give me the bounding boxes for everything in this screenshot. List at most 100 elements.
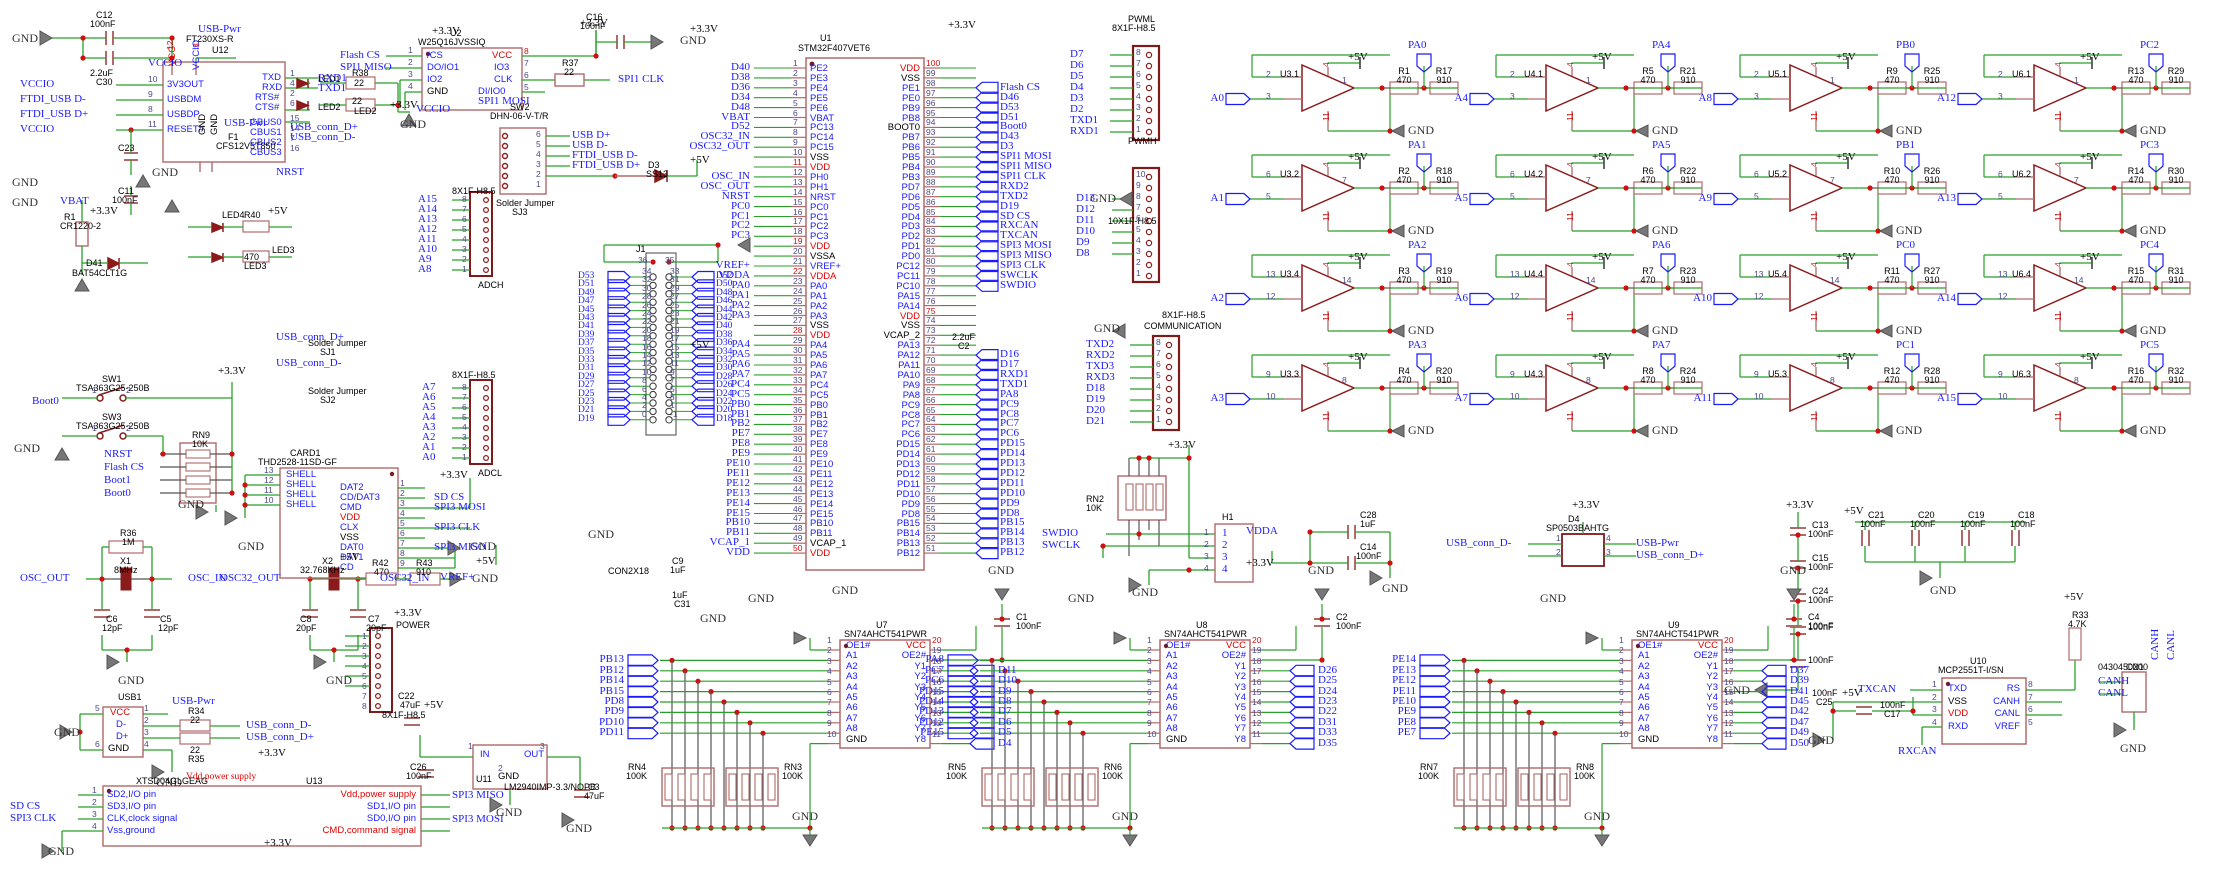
mcu-pin-left-vssa-20: VSSA — [810, 251, 836, 263]
opamp-supply-U4.3: +5V — [1592, 351, 1612, 363]
opamp-pin-out-U4.3: 8 — [1586, 375, 1591, 385]
adch-net-5: A10 — [418, 243, 437, 255]
u13-pinnum-3: 3 — [92, 809, 97, 819]
u13-pin-3: CLK,clock signal — [107, 813, 178, 824]
buffer-U9-pin-A2: A2 — [1638, 660, 1650, 672]
buffer-U9-pin-Y1: Y1 — [1706, 660, 1718, 672]
mcu-net-left-12: OSC_OUT — [700, 179, 750, 192]
comm-pinnum-1: 1 — [1156, 414, 1161, 424]
can-pinnum-4: 4 — [1932, 716, 1937, 727]
mcu-pinnum-99: 99 — [926, 67, 936, 78]
cap-ref-C24: C24 — [1812, 586, 1829, 596]
buffer-U8-pin-Y8: Y8 — [1234, 733, 1246, 745]
can-part: MCP2551T-I/SN — [1938, 665, 2004, 675]
pwmh-pinnum-3: 3 — [1136, 246, 1141, 256]
pwmh-pinnum-8: 8 — [1136, 191, 1141, 201]
cap-value-C20: 100nF — [1910, 519, 1936, 529]
comm-pinnum-3: 3 — [1156, 392, 1161, 402]
u13-pin-4: Vss,ground — [107, 825, 156, 836]
gnd-label-bot-U7: GND — [792, 809, 818, 823]
buffer-U9-pinnum-12: 12 — [1724, 718, 1734, 729]
power-conn-pinnum-3: 3 — [362, 651, 367, 661]
resistor-value-R1: 470 — [1396, 75, 1412, 85]
mcu-net-left-6: D52 — [731, 120, 750, 133]
adch-pinnum-3: 3 — [462, 244, 467, 254]
opamp-supply-U6.1: +5V — [2080, 51, 2100, 63]
opamp-pin-inpos-U5.3: 10 — [1754, 391, 1764, 401]
pwmh-pinnum-9: 9 — [1136, 180, 1141, 190]
resnet-ref-RN7: RN7 — [1420, 762, 1439, 772]
mcu-pin-right-pb13-52: PB13 — [896, 538, 920, 550]
card1-pin-shell-10: SHELL — [286, 499, 317, 510]
mcu-pin-right-pa9-68: PA9 — [902, 379, 920, 391]
mcu-pinnum-44: 44 — [793, 483, 803, 494]
pwmh-pinnum-7: 7 — [1136, 202, 1141, 212]
mcu-net-left-47: PB11 — [725, 526, 750, 539]
cap-value-C21: 100nF — [1860, 519, 1886, 529]
buffer-U7-input-5: PD9 — [604, 705, 624, 718]
resistor-value-R17: 910 — [1436, 75, 1452, 85]
power-conn-pinnum-4: 4 — [362, 661, 367, 671]
sw2-ref: SW2 — [510, 102, 530, 112]
opamp-output-net-PA5: PA5 — [1652, 139, 1671, 151]
mcu-pinnum-47: 47 — [793, 513, 803, 524]
opamp-pin-inpos-U3.1: 3 — [1266, 91, 1271, 101]
mcu-pinnum-56: 56 — [926, 493, 936, 504]
mcu-pin-left-pc1-16: PC1 — [810, 211, 829, 223]
buffer-U8-pin-Y2: Y2 — [1234, 671, 1246, 683]
net-swdio: SWDIO — [1042, 527, 1079, 539]
resistor-ref-R12: R12 — [1883, 366, 1901, 376]
ftdi-pinnum-1: 1 — [290, 68, 295, 78]
j1-pinnum-r-0: 33 — [670, 266, 680, 276]
j1-pinnum-l-5: 24 — [642, 308, 652, 318]
mcu-net-right-14: D19 — [1000, 199, 1019, 212]
mcu-net-right-31: RXD1 — [1000, 367, 1029, 380]
mcu-pinnum-70: 70 — [926, 355, 936, 365]
opamp-pin-inpos-U4.1: 3 — [1510, 91, 1515, 101]
opamp-pin-out-U3.3: 8 — [1342, 375, 1347, 385]
cn1-ref: CN1 — [2126, 662, 2145, 672]
gnd-label-c16: GND — [680, 33, 706, 47]
net-rxcan: RXCAN — [1898, 745, 1937, 757]
buffer-U8-pin-A4: A4 — [1166, 681, 1178, 693]
mcu-pin-right-pc10-78: PC10 — [896, 280, 920, 292]
comm-pinnum-6: 6 — [1156, 359, 1161, 369]
resistor-value-R32: 910 — [2168, 375, 2184, 385]
gnd-label: GND — [1896, 223, 1922, 237]
can-ref: U10 — [1970, 656, 1987, 666]
cap-ref-C2-mcu: C2 — [958, 341, 970, 351]
mcu-pinnum-23: 23 — [793, 275, 803, 286]
j1-pinnum-l-1: 32 — [642, 274, 652, 285]
net-spi3-miso-u13: SPI3 MISO — [452, 789, 504, 801]
j1-net-left-1: D51 — [578, 279, 595, 290]
gnd-label: GND — [1652, 223, 1678, 237]
buffer-ref-U7: U7 — [876, 620, 888, 630]
mcu-pin-right-pa13-72: PA13 — [897, 340, 920, 352]
mcu-net-left-29: PA5 — [731, 348, 750, 361]
pwr-33v-vdda: +3.3V — [1246, 557, 1274, 569]
mcu-pin-left-pe10-41: PE10 — [810, 459, 834, 470]
mcu-pin-left-pc13-7: PC13 — [810, 122, 834, 134]
buffer-U7-pin-OE1#: OE1# — [846, 640, 871, 651]
mcu-pin-right-pd14-61: PD14 — [896, 449, 920, 461]
mcu-pin-left-pc15-9: PC15 — [810, 142, 834, 154]
resistor-value-R9: 470 — [1884, 75, 1900, 85]
mcu-pinnum-21: 21 — [793, 256, 803, 266]
mcu-net-right-29: D16 — [1000, 348, 1019, 361]
mcu-pin-left-pe6-5: PE6 — [810, 102, 828, 114]
resistor-ref-R29: R29 — [2167, 66, 2185, 76]
mcu-pin-right-vdd-75: VDD — [899, 310, 920, 322]
resnet-ref-RN8: RN8 — [1576, 762, 1595, 772]
buffer-U9-pin-OE1#: OE1# — [1638, 640, 1663, 651]
opamp-section-U3.2: U3.2 — [1280, 169, 1300, 179]
flash-pinnum-7: 7 — [524, 58, 529, 68]
gnd-label-x1: GND — [118, 673, 144, 687]
opamp-pin-inpos-U5.1: 3 — [1754, 91, 1759, 101]
opamp-section-U3.4: U3.4 — [1280, 269, 1300, 279]
res-value-R35: 22 — [190, 745, 201, 755]
res-value-R37: 22 — [564, 67, 575, 77]
h1-label-2: 2 — [1222, 539, 1228, 551]
net-canl-u10: CANL — [2098, 687, 2128, 699]
mcu-pinnum-51: 51 — [926, 543, 936, 554]
